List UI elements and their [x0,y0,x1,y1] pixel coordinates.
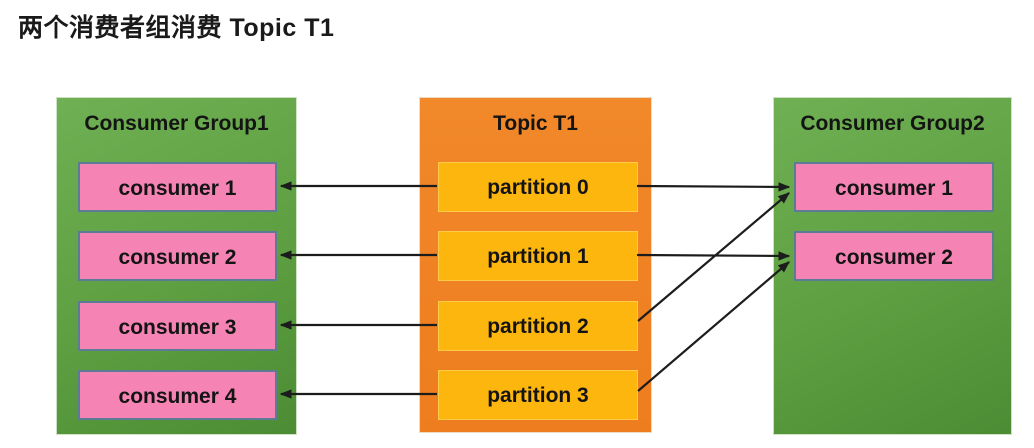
partition-2-node: partition 2 [438,301,638,351]
topic-t1-title: Topic T1 [493,112,578,135]
partition-0-node: partition 0 [438,162,638,212]
diagram-title: 两个消费者组消费 Topic T1 [18,14,335,42]
partition-1-node: partition 1 [438,231,638,281]
edge-partition-3-to-group2-consumer-2 [637,261,790,392]
group1-consumer-1-node: consumer 1 [78,162,277,212]
edge-partition-1-to-group2-consumer-2 [636,251,791,261]
consumer-group1-box: Consumer Group1 consumer 1 consumer 2 co… [56,97,297,435]
edge-partition-2-to-group2-consumer-1 [637,192,790,322]
edge-partition-0-to-group2-consumer-1 [636,182,791,192]
consumer-group1-title: Consumer Group1 [84,112,269,135]
consumer-group2-title: Consumer Group2 [800,112,985,135]
consumer-group2-box: Consumer Group2 consumer 1 consumer 2 [773,97,1012,435]
group1-consumer-4-node: consumer 4 [78,370,277,420]
partition-3-node: partition 3 [438,370,638,420]
group1-consumer-3-node: consumer 3 [78,301,277,351]
topic-t1-box: Topic T1 partition 0 partition 1 partiti… [419,97,652,433]
group1-consumer-2-node: consumer 2 [78,231,277,281]
group2-consumer-1-node: consumer 1 [794,162,994,212]
group2-consumer-2-node: consumer 2 [794,231,994,281]
